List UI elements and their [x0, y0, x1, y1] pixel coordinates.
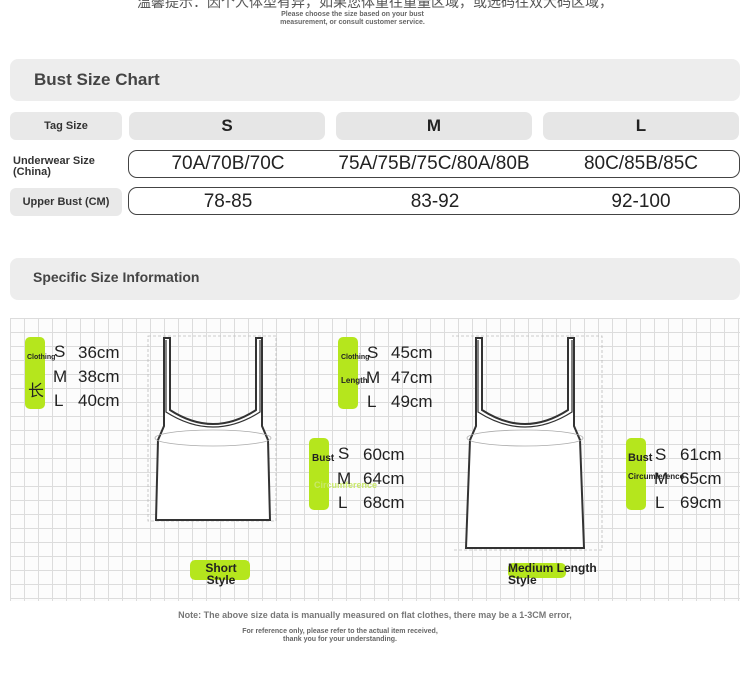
underwear-l-value: 80C/85B/85C: [583, 153, 699, 174]
short-length-m: M: [53, 367, 68, 386]
upper-bust-label: Upper Bust (CM): [10, 188, 122, 216]
medium-style-label: Medium Length Style: [508, 561, 597, 587]
short-top-illustration: [147, 335, 277, 522]
upper-bust-row-box: [128, 187, 740, 215]
short-length-m-value: 38cm: [78, 367, 120, 386]
underwear-row-box: [128, 150, 740, 178]
bust-chart-title: Bust Size Chart: [34, 70, 160, 89]
medium-bust-m: M: [654, 469, 669, 488]
medium-length-s-value: 45cm: [391, 343, 433, 362]
note-measurement: Note: The above size data is manually me…: [178, 610, 572, 620]
short-bust-tag: [309, 438, 329, 510]
short-length-l-value: 40cm: [78, 391, 120, 410]
medium-bust-m-value: 65cm: [680, 469, 722, 488]
short-length-s: S: [54, 342, 66, 361]
short-bust-m: M: [337, 469, 352, 488]
medium-bust-tag: [626, 438, 646, 510]
medium-length-s: S: [367, 343, 379, 362]
short-length-label: Clothing: [27, 354, 56, 361]
short-bust-label: Bust: [312, 453, 335, 464]
short-style-highlight: [190, 560, 250, 580]
medium-length-label-2: Length: [341, 376, 368, 385]
medium-length-m: M: [366, 368, 381, 387]
short-bust-s: S: [338, 444, 350, 463]
short-bust-l: L: [338, 493, 348, 512]
medium-length-m-value: 47cm: [391, 368, 433, 387]
size-m-header: M: [336, 112, 532, 140]
medium-bust-label-2: Circumference: [628, 472, 685, 481]
medium-length-label: Clothing: [341, 354, 370, 361]
size-s-header: S: [129, 112, 325, 140]
measurement-grid: [10, 318, 740, 601]
medium-bust-s-value: 61cm: [680, 445, 722, 464]
medium-length-tag: [338, 337, 358, 409]
medium-bust-s: S: [655, 445, 667, 464]
underwear-m-value: 75A/75B/75C/80A/80B: [338, 153, 530, 174]
short-bust-label-2: Circumference: [314, 480, 378, 490]
upper-bust-s-value: 78-85: [203, 191, 253, 212]
short-bust-s-value: 60cm: [363, 445, 405, 464]
specific-size-header: Specific Size Information: [10, 258, 740, 300]
header-cn-text: 温馨提示：因个人体型有异，如果您体重往重量区域，或选码往双大码区域，: [137, 0, 613, 10]
medium-style-highlight: [508, 563, 566, 578]
size-l-header: L: [543, 112, 739, 140]
upper-bust-m-value: 83-92: [410, 191, 460, 212]
short-length-l: L: [54, 391, 64, 410]
medium-bust-l-value: 69cm: [680, 493, 722, 512]
upper-bust-l-value: 92-100: [611, 191, 671, 212]
header-en-text: Please choose the size based on your bus…: [280, 11, 425, 26]
note-reference: For reference only, please refer to the …: [242, 628, 438, 643]
short-length-s-value: 36cm: [78, 343, 120, 362]
tag-size-label: Tag Size: [10, 112, 122, 140]
medium-bust-label: Bust: [628, 452, 653, 464]
underwear-size-label: Underwear Size (China): [10, 150, 122, 180]
medium-top-illustration: [452, 335, 603, 551]
underwear-s-value: 70A/70B/70C: [171, 153, 285, 174]
short-bust-m-value: 64cm: [363, 469, 405, 488]
medium-length-l: L: [367, 392, 377, 411]
short-style-label: Short Style: [205, 561, 237, 587]
short-length-tag: [25, 337, 45, 409]
medium-bust-l: L: [655, 493, 665, 512]
medium-length-l-value: 49cm: [391, 392, 433, 411]
bust-chart-header: Bust Size Chart: [10, 59, 740, 101]
specific-size-title: Specific Size Information: [33, 269, 200, 285]
short-length-char: 长: [28, 383, 45, 400]
short-bust-l-value: 68cm: [363, 493, 405, 512]
